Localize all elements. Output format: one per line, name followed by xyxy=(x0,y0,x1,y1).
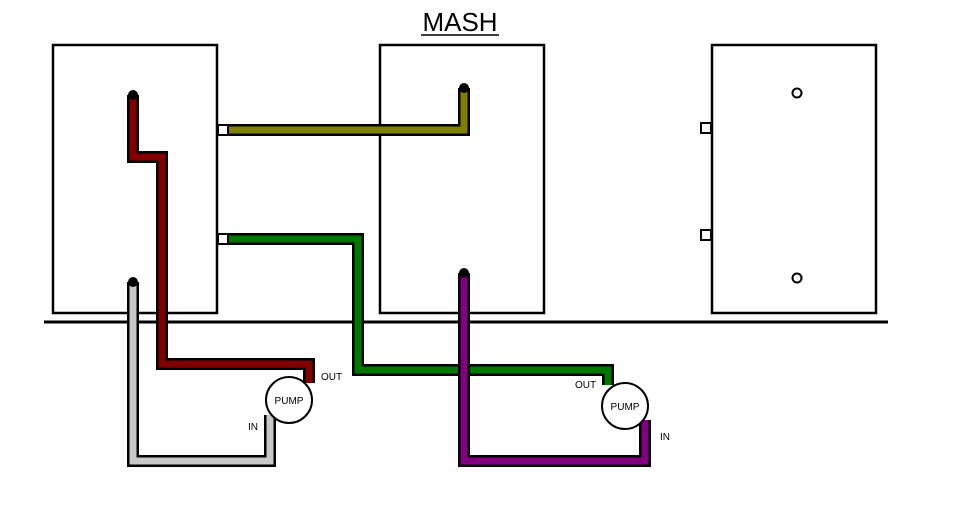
pipe-purple xyxy=(458,268,651,467)
pipe-red xyxy=(127,90,315,383)
vessel-left xyxy=(51,43,219,315)
pump-left-out-label: OUT xyxy=(321,372,342,383)
port-left-top xyxy=(217,124,229,136)
pipe-green xyxy=(227,233,614,385)
pump-right-in-label: IN xyxy=(660,432,670,443)
diagram-title: MASH xyxy=(422,7,497,37)
port-right-top xyxy=(700,122,712,134)
vessel-right xyxy=(710,43,878,315)
pump-right-out-label: OUT xyxy=(575,380,596,391)
pipe-olive xyxy=(227,83,470,136)
pump-left: PUMP xyxy=(265,376,313,424)
pump-right: PUMP xyxy=(601,382,649,430)
pump-right-label: PUMP xyxy=(611,402,640,413)
pump-left-label: PUMP xyxy=(275,396,304,407)
fitting-right-bottom xyxy=(791,272,803,284)
pump-left-in-label: IN xyxy=(248,422,258,433)
port-left-bottom xyxy=(217,233,229,245)
port-right-bottom xyxy=(700,229,712,241)
pipe-grey xyxy=(127,277,276,467)
fitting-right-top xyxy=(791,87,803,99)
